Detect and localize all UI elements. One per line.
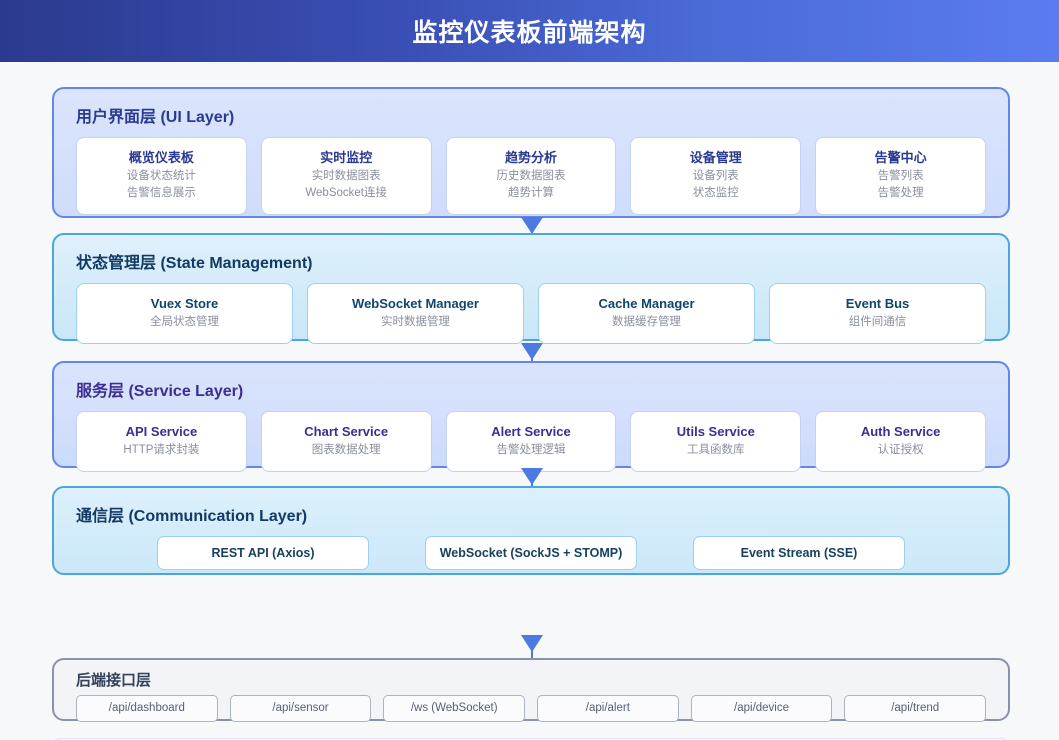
endpoint-label: /api/alert: [585, 702, 630, 714]
layer-backend-endpoints: /api/dashboard /api/sensor /ws (WebSocke…: [54, 690, 1008, 730]
card-sub: 认证授权: [877, 443, 924, 456]
card-title: Auth Service: [860, 424, 941, 439]
card-sub: 工具函数库: [687, 443, 745, 456]
layer-ui-title: 用户界面层 (UI Layer): [76, 109, 235, 126]
layer-communication: 通信层 (Communication Layer) REST API (Axio…: [52, 486, 1010, 575]
card-vuex-store[interactable]: Vuex Store 全局状态管理: [76, 283, 293, 345]
page-header: 监控仪表板前端架构: [0, 0, 1059, 62]
card-sub: 设备状态统计: [126, 169, 196, 182]
endpoint-api-trend[interactable]: /api/trend: [844, 695, 987, 722]
card-title: Chart Service: [304, 424, 389, 439]
card-sub: 设备列表: [692, 169, 739, 182]
card-alert-service[interactable]: Alert Service 告警处理逻辑: [445, 411, 617, 473]
card-sub: 告警信息展示: [126, 187, 196, 200]
card-title: 设备管理: [689, 150, 742, 165]
layer-state-management: 状态管理层 (State Management) Vuex Store 全局状态…: [52, 233, 1010, 345]
layer-service-cards: API Service HTTP请求封装 Chart Service 图表数据处…: [54, 401, 1008, 488]
card-sub: 图表数据处理: [311, 443, 381, 456]
card-title: 实时监控: [320, 150, 373, 165]
card-api-service[interactable]: API Service HTTP请求封装: [76, 411, 247, 473]
card-websocket-sockjs-stomp[interactable]: WebSocket (SockJS + STOMP): [425, 536, 637, 571]
endpoint-label: /api/device: [734, 702, 790, 714]
card-sub: HTTP请求封装: [123, 443, 200, 456]
card-trend-analysis[interactable]: 趋势分析 历史数据图表 趋势计算: [445, 137, 617, 216]
layer-backend-title: 后端接口层: [76, 672, 152, 689]
layer-state-title: 状态管理层 (State Management): [76, 255, 313, 272]
card-sub: 实时数据图表: [311, 169, 381, 182]
card-sub: 告警列表: [877, 169, 924, 182]
card-cache-manager[interactable]: Cache Manager 数据缓存管理: [538, 283, 755, 345]
endpoint-api-dashboard[interactable]: /api/dashboard: [76, 695, 218, 722]
card-title: Event Bus: [845, 296, 910, 311]
layer-comm-cards: REST API (Axios) WebSocket (SockJS + STO…: [54, 526, 1008, 584]
card-sub: 历史数据图表: [496, 169, 566, 182]
card-sub: 趋势计算: [507, 187, 554, 200]
endpoint-label: /api/dashboard: [108, 702, 185, 714]
card-sub: 告警处理: [877, 187, 924, 200]
card-title: WebSocket Manager: [352, 296, 479, 311]
card-sub: WebSocket连接: [305, 187, 387, 200]
endpoint-label: /ws (WebSocket): [410, 702, 498, 714]
layer-service: 服务层 (Service Layer) API Service HTTP请求封装…: [52, 361, 1010, 473]
card-title: Alert Service: [491, 424, 571, 439]
card-title: 概览仪表板: [128, 150, 194, 165]
endpoint-ws-websocket[interactable]: /ws (WebSocket): [383, 695, 526, 722]
card-title: Vuex Store: [150, 296, 219, 311]
endpoint-api-sensor[interactable]: /api/sensor: [229, 695, 372, 722]
card-title: 趋势分析: [504, 150, 557, 165]
card-title: WebSocket (SockJS + STOMP): [439, 546, 623, 560]
endpoint-api-alert[interactable]: /api/alert: [537, 695, 679, 722]
layer-comm-title: 通信层 (Communication Layer): [76, 508, 308, 525]
card-sub: 告警处理逻辑: [496, 443, 566, 456]
card-websocket-manager[interactable]: WebSocket Manager 实时数据管理: [307, 283, 524, 345]
card-utils-service[interactable]: Utils Service 工具函数库: [630, 411, 802, 473]
layer-ui-cards: 概览仪表板 设备状态统计 告警信息展示 实时监控 实时数据图表 WebSocke…: [54, 127, 1008, 231]
card-sub: 状态监控: [692, 187, 739, 200]
arrow-comm-to-backend-icon: [521, 635, 543, 652]
layer-backend-interface: 后端接口层 /api/dashboard /api/sensor /ws (We…: [52, 658, 1010, 722]
card-title: 告警中心: [874, 150, 927, 165]
card-title: API Service: [125, 424, 198, 439]
card-realtime-monitor[interactable]: 实时监控 实时数据图表 WebSocket连接: [260, 137, 432, 216]
arrow-state-to-service-icon: [521, 343, 543, 360]
card-event-bus[interactable]: Event Bus 组件间通信: [769, 283, 986, 345]
endpoint-label: /api/trend: [891, 702, 940, 714]
card-device-management[interactable]: 设备管理 设备列表 状态监控: [630, 137, 802, 216]
card-sub: 组件间通信: [848, 315, 907, 328]
card-sub: 全局状态管理: [150, 315, 219, 328]
architecture-diagram-canvas: 用户界面层 (UI Layer) 概览仪表板 设备状态统计 告警信息展示 实时监…: [0, 62, 1059, 740]
card-auth-service[interactable]: Auth Service 认证授权: [815, 411, 986, 473]
arrow-service-to-comm-icon: [521, 468, 543, 485]
layer-state-cards: Vuex Store 全局状态管理 WebSocket Manager 实时数据…: [54, 273, 1008, 360]
card-overview-dashboard[interactable]: 概览仪表板 设备状态统计 告警信息展示: [76, 137, 247, 216]
card-title: Event Stream (SSE): [740, 546, 858, 560]
card-alert-center[interactable]: 告警中心 告警列表 告警处理: [815, 137, 986, 216]
card-title: REST API (Axios): [211, 546, 315, 560]
endpoint-label: /api/sensor: [272, 702, 329, 714]
card-title: Cache Manager: [598, 296, 695, 311]
card-title: Utils Service: [676, 424, 755, 439]
card-rest-api[interactable]: REST API (Axios): [157, 536, 369, 571]
layer-service-title: 服务层 (Service Layer): [76, 383, 244, 400]
card-sub: 实时数据管理: [381, 315, 450, 328]
card-sub: 数据缓存管理: [612, 315, 681, 328]
layer-ui: 用户界面层 (UI Layer) 概览仪表板 设备状态统计 告警信息展示 实时监…: [52, 87, 1010, 218]
page-title: 监控仪表板前端架构: [412, 19, 647, 47]
card-event-stream-sse[interactable]: Event Stream (SSE): [693, 536, 905, 571]
endpoint-api-device[interactable]: /api/device: [690, 695, 833, 722]
arrow-ui-to-state-icon: [521, 217, 543, 234]
card-chart-service[interactable]: Chart Service 图表数据处理: [260, 411, 432, 473]
